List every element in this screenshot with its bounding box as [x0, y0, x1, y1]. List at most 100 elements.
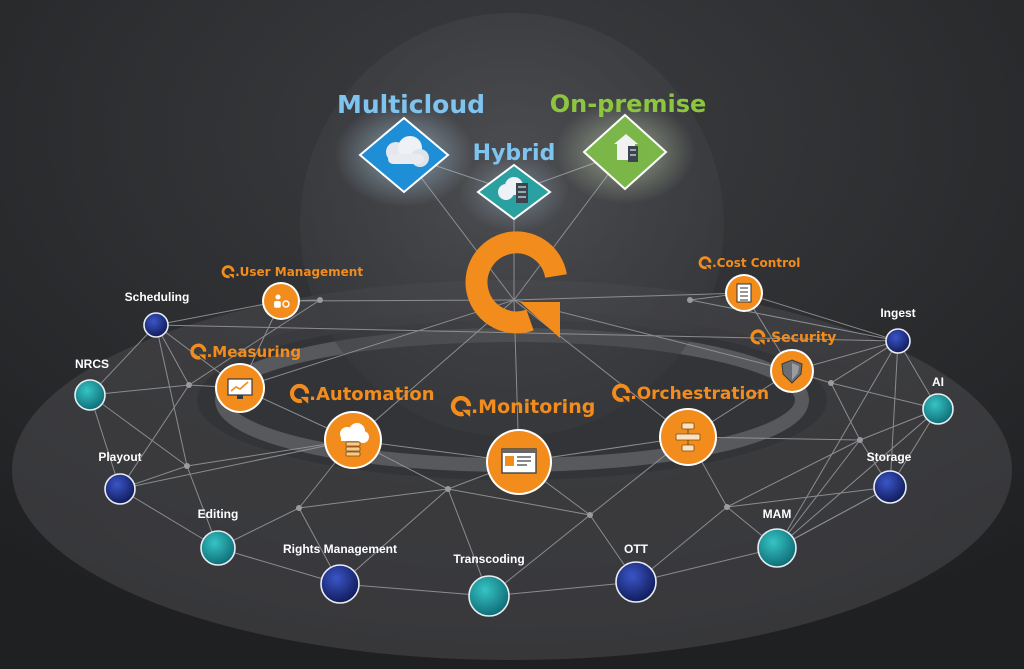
network-link: [830, 382, 939, 410]
network-link: [89, 384, 190, 396]
network-link: [119, 488, 219, 549]
network-link: [447, 488, 591, 516]
network-link: [635, 547, 778, 583]
onpremise-node[interactable]: [582, 113, 668, 191]
network-link: [889, 340, 899, 488]
service-node-editing[interactable]: Editing: [198, 507, 239, 566]
service-node-rights-management[interactable]: Rights Management: [283, 542, 397, 604]
svg-text:.Security: .Security: [766, 330, 837, 346]
junction-point: [828, 380, 834, 386]
service-label-storage: Storage: [867, 450, 912, 464]
network-link: [488, 514, 591, 597]
network-link: [830, 382, 861, 441]
network-link: [776, 439, 861, 549]
network-link: [188, 299, 321, 386]
module-label-security: .Security: [750, 329, 837, 346]
service-node-playout[interactable]: Playout: [98, 450, 142, 505]
network-link: [776, 340, 899, 549]
service-node-ingest[interactable]: Ingest: [880, 306, 916, 354]
service-node-transcoding[interactable]: Transcoding: [453, 552, 525, 617]
network-link: [776, 486, 891, 549]
onpremise-label: On-premise: [550, 90, 707, 118]
module-node-cost-control[interactable]: .Cost Control: [698, 256, 800, 312]
module-logo-icon: [450, 395, 472, 417]
svg-text:.Automation: .Automation: [309, 384, 434, 405]
network-link: [689, 299, 899, 342]
multicloud-label: Multicloud: [337, 90, 485, 119]
house-server-icon: [614, 134, 638, 162]
module-node-measuring[interactable]: .Measuring: [190, 343, 301, 413]
hybrid-node[interactable]: [476, 163, 552, 221]
module-node-monitoring[interactable]: .Monitoring: [450, 395, 595, 495]
network-link: [776, 408, 939, 549]
module-logo-icon: [190, 343, 207, 360]
svg-text:.Monitoring: .Monitoring: [471, 396, 595, 418]
service-label-editing: Editing: [198, 507, 239, 521]
svg-text:.User Management: .User Management: [235, 265, 363, 279]
module-label-orchestration: .Orchestration: [612, 383, 769, 404]
network-link: [339, 488, 449, 585]
document-icon: [736, 283, 752, 303]
junction-point: [296, 505, 302, 511]
network-link: [119, 439, 354, 490]
module-logo-icon: [221, 265, 235, 279]
service-node-ai[interactable]: AI: [922, 375, 954, 425]
junction-point: [317, 297, 323, 303]
service-node-scheduling[interactable]: Scheduling: [125, 290, 190, 338]
module-label-automation: .Automation: [289, 383, 435, 405]
junction-point: [587, 512, 593, 518]
hybrid-label: Hybrid: [473, 141, 556, 166]
chart-monitor-icon: [227, 378, 253, 399]
cloud-icon: [386, 136, 429, 167]
network-link: [239, 299, 515, 389]
service-label-ai: AI: [932, 375, 944, 389]
svg-text:.Cost Control: .Cost Control: [712, 256, 800, 270]
network-link: [155, 324, 188, 467]
network-link: [488, 581, 637, 597]
service-label-scheduling: Scheduling: [125, 290, 190, 304]
module-logo-icon: [698, 256, 712, 270]
cloud-server-icon: [498, 177, 528, 203]
module-logo-icon: [612, 383, 631, 402]
shield-icon: [781, 359, 803, 384]
network-link: [726, 486, 891, 508]
module-node-user-management[interactable]: .User Management: [221, 265, 363, 320]
cloud-database-icon: [340, 423, 369, 457]
junction-points: [184, 297, 863, 518]
central-logo-icon: [465, 231, 567, 338]
service-node-nrcs[interactable]: NRCS: [74, 357, 109, 411]
junction-point: [445, 486, 451, 492]
junction-point: [724, 504, 730, 510]
network-link: [89, 324, 157, 396]
service-node-ott[interactable]: OTT: [615, 542, 657, 603]
module-label-cost-control: .Cost Control: [698, 256, 800, 270]
user-gear-icon: [274, 294, 290, 308]
network-link: [155, 324, 899, 342]
module-node-orchestration[interactable]: .Orchestration: [612, 383, 769, 466]
module-label-monitoring: .Monitoring: [450, 395, 595, 418]
network-link: [743, 292, 899, 342]
multicloud-node[interactable]: [358, 116, 450, 194]
service-node-mam[interactable]: MAM: [757, 507, 797, 568]
module-node-security[interactable]: .Security: [750, 329, 837, 393]
service-label-mam: MAM: [763, 507, 792, 521]
service-label-ott: OTT: [624, 542, 649, 556]
module-label-user-management: .User Management: [221, 265, 363, 279]
network-link: [217, 547, 341, 585]
svg-text:.Measuring: .Measuring: [207, 343, 301, 361]
service-label-ingest: Ingest: [880, 306, 915, 320]
network-link: [513, 299, 689, 438]
service-node-storage[interactable]: Storage: [867, 450, 912, 504]
module-label-measuring: .Measuring: [190, 343, 301, 361]
service-label-nrcs: NRCS: [75, 357, 109, 371]
junction-point: [687, 297, 693, 303]
junction-point: [857, 437, 863, 443]
junction-point: [184, 463, 190, 469]
module-logo-icon: [750, 329, 766, 345]
module-node-automation[interactable]: .Automation: [289, 383, 435, 469]
network-link: [726, 439, 861, 508]
service-label-rights-management: Rights Management: [283, 542, 397, 556]
network-link: [339, 583, 490, 597]
